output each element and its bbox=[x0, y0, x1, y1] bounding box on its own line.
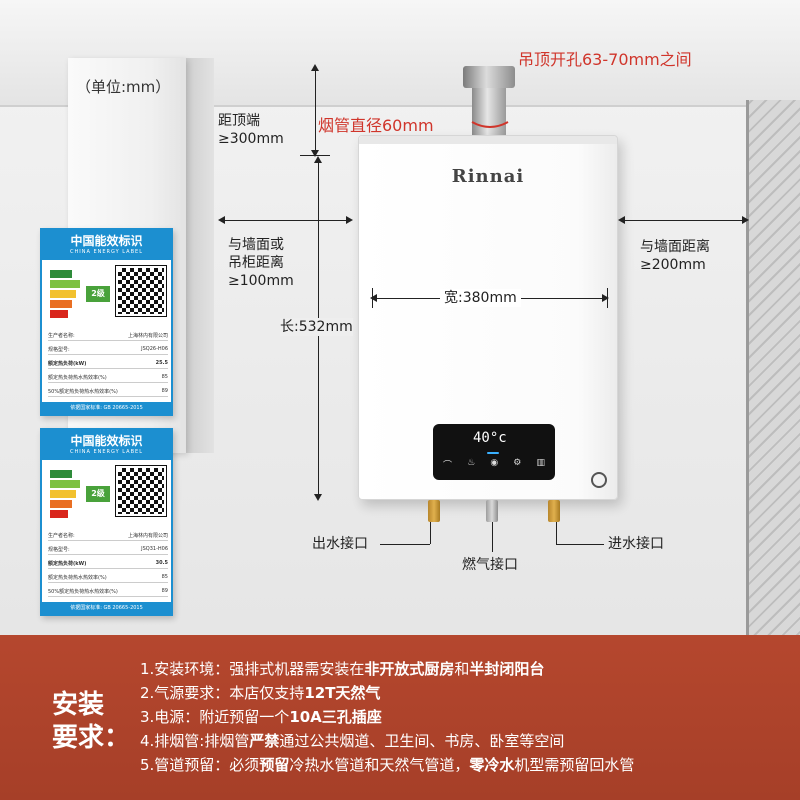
top-distance-tick bbox=[300, 155, 330, 156]
ceiling-edge bbox=[0, 105, 800, 107]
top-distance-line bbox=[315, 70, 316, 155]
requirement-item: 4.排烟管:排烟管严禁通过公共烟道、卫生间、书房、卧室等空间 bbox=[140, 732, 565, 750]
energy-label-1: 中国能效标识 CHINA ENERGY LABEL 2级 生产者名称:上海林内有… bbox=[40, 228, 173, 416]
arrow-left-icon bbox=[370, 294, 377, 302]
flue-brace-icon bbox=[471, 121, 509, 128]
requirement-item: 2.气源要求：本店仅支持12T天然气 bbox=[140, 684, 381, 702]
energy-label-rows: 生产者名称:上海林内有限公司 规格型号:JSQ31-H06 额定热负荷(kW)3… bbox=[48, 533, 168, 597]
energy-label-standard: 依据国家标准: GB 20665-2015 bbox=[42, 602, 171, 614]
water-out-label: 出水接口 bbox=[312, 536, 368, 552]
install-title: 安装 要求： bbox=[52, 690, 131, 753]
qr-code-icon bbox=[115, 465, 167, 517]
unit-label: （单位:mm） bbox=[76, 78, 171, 96]
wall-hatch bbox=[748, 100, 800, 635]
width-tick bbox=[607, 288, 608, 308]
energy-grade-bars bbox=[50, 270, 100, 320]
arrow-down-icon bbox=[311, 150, 319, 157]
gas-leader bbox=[492, 522, 493, 552]
water-in-leader bbox=[556, 544, 604, 545]
arrow-right-icon bbox=[742, 216, 749, 224]
heater-top bbox=[359, 136, 617, 144]
right-distance-line bbox=[622, 220, 746, 221]
left-distance-label: 与墙面或 吊柜距离 ≥100mm bbox=[228, 237, 294, 290]
water-out-leader bbox=[380, 544, 430, 545]
brand-logo: Rinnai bbox=[451, 166, 525, 187]
pillar-shadow bbox=[186, 58, 214, 453]
panel-buttons: ⌒ ♨ ◉ ⚙ ▥ bbox=[443, 458, 545, 471]
gas-label: 燃气接口 bbox=[462, 557, 518, 573]
flue-hole-note: 吊顶开孔63-70mm之间 bbox=[518, 50, 692, 69]
gas-fitting bbox=[486, 500, 498, 522]
arrow-right-icon bbox=[602, 294, 609, 302]
panel-button-icon[interactable]: ▥ bbox=[536, 458, 545, 468]
requirement-item: 1.安装环境：强排式机器需安装在非开放式厨房和半封闭阳台 bbox=[140, 660, 545, 678]
requirement-item: 3.电源：附近预留一个10A三孔插座 bbox=[140, 708, 382, 726]
panel-button-icon[interactable]: ♨ bbox=[467, 458, 476, 468]
energy-label-header: 中国能效标识 CHINA ENERGY LABEL bbox=[42, 430, 171, 460]
requirement-item: 5.管道预留：必须预留冷热水管道和天然气管道，零冷水机型需预留回水管 bbox=[140, 756, 635, 774]
panel-button-icon[interactable]: ◉ bbox=[490, 458, 499, 468]
energy-grade-badge: 2级 bbox=[86, 286, 110, 302]
water-heater: Rinnai 40°c ⌒ ♨ ◉ ⚙ ▥ bbox=[358, 135, 618, 500]
arrow-up-icon bbox=[311, 64, 319, 71]
wall-line bbox=[746, 100, 749, 635]
arrow-left-icon bbox=[218, 216, 225, 224]
panel-button-icon[interactable]: ⌒ bbox=[443, 461, 453, 471]
temperature-display: 40°c bbox=[473, 430, 507, 446]
energy-label-header: 中国能效标识 CHINA ENERGY LABEL bbox=[42, 230, 171, 260]
energy-label-2: 中国能效标识 CHINA ENERGY LABEL 2级 生产者名称:上海林内有… bbox=[40, 428, 173, 616]
installation-scene: （单位:mm） Rinnai 40°c ⌒ ♨ ◉ ⚙ ▥ 吊顶开孔63-70m… bbox=[0, 0, 800, 635]
energy-grade-badge: 2级 bbox=[86, 486, 110, 502]
water-in-fitting bbox=[548, 500, 560, 522]
top-distance-label: 距顶端 ≥300mm bbox=[218, 113, 284, 148]
water-out-fitting bbox=[428, 500, 440, 522]
arrow-up-icon bbox=[314, 156, 322, 163]
install-requirements-banner: 安装 要求： 1.安装环境：强排式机器需安装在非开放式厨房和半封闭阳台 2.气源… bbox=[0, 635, 800, 800]
indicator-light bbox=[487, 452, 499, 454]
energy-label-standard: 依据国家标准: GB 20665-2015 bbox=[42, 402, 171, 414]
water-in-leader bbox=[556, 522, 557, 544]
qr-code-icon bbox=[115, 265, 167, 317]
left-distance-line bbox=[222, 220, 350, 221]
requirement-list: 1.安装环境：强排式机器需安装在非开放式厨房和半封闭阳台 2.气源要求：本店仅支… bbox=[140, 657, 634, 777]
width-tick bbox=[372, 288, 373, 308]
panel-button-icon[interactable]: ⚙ bbox=[513, 458, 522, 468]
energy-label-rows: 生产者名称:上海林内有限公司 规格型号:JSQ26-H06 额定热负荷(kW)2… bbox=[48, 333, 168, 397]
energy-grade-bars bbox=[50, 470, 100, 520]
length-label: 长:532mm bbox=[280, 318, 353, 337]
certification-badge-icon bbox=[591, 472, 607, 488]
flue-diameter-note: 烟管直径60mm bbox=[318, 116, 434, 135]
width-label: 宽:380mm bbox=[440, 289, 521, 308]
arrow-down-icon bbox=[314, 494, 322, 501]
arrow-left-icon bbox=[618, 216, 625, 224]
control-panel: 40°c ⌒ ♨ ◉ ⚙ ▥ bbox=[433, 424, 555, 480]
arrow-right-icon bbox=[346, 216, 353, 224]
flue-cap bbox=[463, 66, 515, 88]
right-distance-label: 与墙面距离 ≥200mm bbox=[640, 239, 710, 274]
water-out-leader bbox=[430, 522, 431, 544]
water-in-label: 进水接口 bbox=[608, 536, 664, 552]
